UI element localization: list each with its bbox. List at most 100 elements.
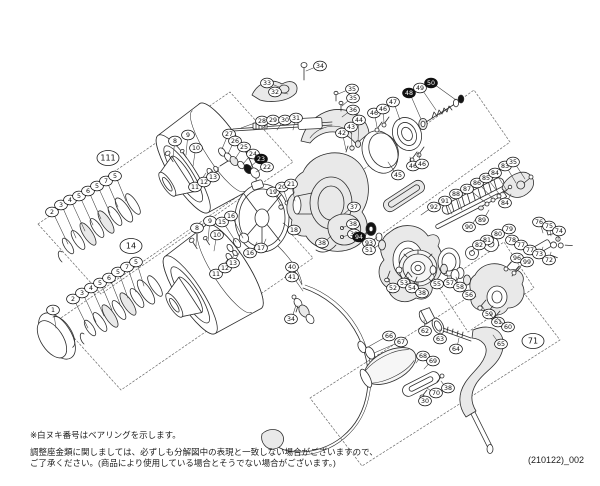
pinion-assembly [361, 94, 465, 174]
svg-text:77: 77 [526, 247, 534, 254]
rotor-assembly [226, 179, 303, 285]
callout-21: 21 [284, 178, 298, 202]
callout-34: 34 [284, 304, 298, 325]
svg-text:5: 5 [134, 259, 138, 266]
callout-1: 1 [46, 304, 60, 329]
svg-text:77: 77 [517, 242, 525, 249]
callout-38: 38 [315, 235, 332, 249]
callout-72: 72 [542, 251, 556, 266]
svg-text:38: 38 [349, 221, 357, 228]
callout-37: 37 [343, 201, 361, 215]
svg-text:36: 36 [349, 107, 357, 114]
svg-text:20: 20 [278, 184, 286, 191]
svg-text:22: 22 [263, 164, 271, 171]
callout-35: 35 [341, 92, 360, 107]
callout-92: 92 [420, 201, 441, 216]
svg-text:47: 47 [389, 99, 397, 106]
svg-text:53: 53 [400, 280, 408, 287]
svg-text:40: 40 [288, 264, 296, 271]
svg-text:35: 35 [509, 159, 517, 166]
callout-50: 50 [424, 77, 457, 101]
callout-30: 30 [418, 394, 432, 407]
callout-67: 67 [373, 336, 408, 354]
svg-text:6: 6 [86, 188, 90, 195]
callout-96: 96 [507, 252, 524, 267]
svg-text:75: 75 [545, 223, 553, 230]
svg-text:78: 78 [508, 237, 516, 244]
svg-text:66: 66 [385, 333, 393, 340]
svg-text:70: 70 [432, 390, 440, 397]
svg-text:30: 30 [281, 117, 289, 124]
callout-84: 84 [488, 167, 508, 192]
svg-text:92: 92 [430, 204, 438, 211]
callout-87: 87 [460, 183, 487, 204]
svg-text:23: 23 [257, 156, 265, 163]
svg-text:14: 14 [126, 242, 136, 251]
callout-71: 71 [521, 333, 545, 349]
svg-text:65: 65 [497, 341, 505, 348]
callout-17: 17 [254, 238, 268, 254]
svg-text:54: 54 [408, 285, 416, 292]
svg-text:56: 56 [465, 292, 473, 299]
svg-text:19: 19 [269, 189, 277, 196]
callout-8: 8 [190, 222, 204, 247]
svg-text:10: 10 [213, 232, 221, 239]
svg-text:58: 58 [456, 284, 464, 291]
svg-text:51: 51 [365, 247, 373, 254]
callout-18: 18 [282, 222, 301, 236]
svg-text:38: 38 [318, 240, 326, 247]
callout-60: 60 [495, 316, 515, 333]
spool-assembly-111 [57, 96, 266, 263]
group-box-71 [309, 271, 561, 467]
callout-66: 66 [367, 330, 396, 348]
svg-text:34: 34 [316, 63, 324, 70]
svg-text:62: 62 [421, 328, 429, 335]
svg-text:89: 89 [478, 217, 486, 224]
callout-22: 22 [255, 161, 274, 173]
svg-text:12: 12 [200, 179, 208, 186]
svg-text:44: 44 [355, 117, 363, 124]
svg-text:82: 82 [475, 242, 483, 249]
svg-text:81: 81 [483, 237, 491, 244]
callout-13: 13 [206, 166, 220, 183]
callout-61: 61 [488, 312, 505, 328]
callouts-layer: 1111471234565758910111213123456575891011… [45, 60, 566, 407]
svg-text:35: 35 [348, 86, 356, 93]
callout-42: 42 [335, 127, 349, 151]
svg-text:85: 85 [482, 175, 490, 182]
svg-text:3: 3 [59, 202, 63, 209]
svg-text:76: 76 [535, 219, 543, 226]
callout-2: 2 [45, 206, 69, 245]
svg-text:60: 60 [504, 324, 512, 331]
callout-5: 5 [129, 256, 145, 287]
svg-text:69: 69 [429, 358, 437, 365]
washer-note-line2: ご了承ください。(商品により使用している場合とそうでない場合がございます。) [30, 458, 336, 468]
svg-text:55: 55 [433, 281, 441, 288]
callout-84: 84 [498, 193, 512, 209]
washer-note-line1: 調整座金類に関しましては、必ずしも分解図中の表現と一致しない場合がございますので… [30, 447, 378, 457]
callout-3: 3 [75, 287, 97, 323]
callout-75: 75 [542, 220, 556, 237]
svg-text:5: 5 [77, 193, 81, 200]
svg-text:61: 61 [494, 319, 502, 326]
callout-10: 10 [210, 229, 224, 252]
callout-9: 9 [181, 129, 195, 156]
callout-38: 38 [440, 380, 455, 394]
callout-2: 2 [66, 293, 89, 329]
svg-text:50: 50 [427, 80, 435, 87]
svg-text:52: 52 [389, 285, 397, 292]
callout-54: 54 [405, 276, 419, 294]
svg-text:96: 96 [513, 255, 521, 262]
svg-text:84: 84 [491, 170, 499, 177]
callout-51: 51 [362, 244, 380, 256]
handle-assembly [357, 307, 504, 454]
svg-text:90: 90 [465, 224, 473, 231]
callout-52: 52 [386, 277, 400, 294]
svg-text:16: 16 [246, 250, 254, 257]
svg-text:31: 31 [292, 115, 300, 122]
callout-10: 10 [189, 142, 203, 167]
svg-text:59: 59 [485, 311, 493, 318]
footnotes: ※白ヌキ番号はベアリングを示します。 調整座金類に関しましては、必ずしも分解図中… [30, 430, 378, 469]
callout-74: 74 [552, 225, 566, 241]
